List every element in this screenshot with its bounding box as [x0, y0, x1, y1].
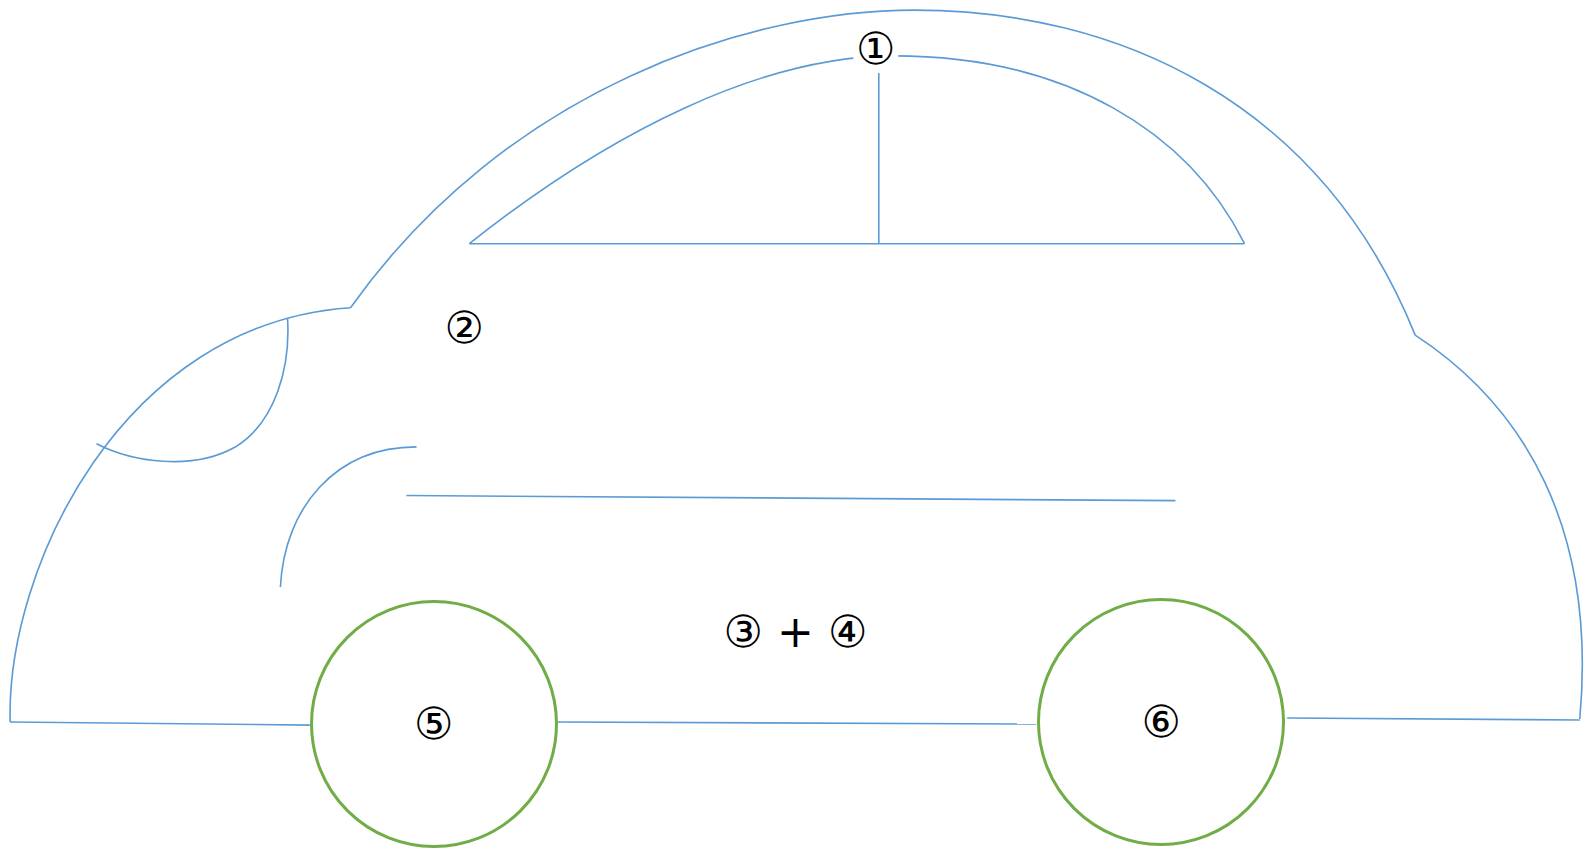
callout-number: ③ + ④: [721, 608, 871, 656]
fender-arc: [280, 447, 416, 587]
callout-number: ①: [853, 25, 898, 73]
sill-line: [1287, 718, 1580, 720]
roof-line: [351, 10, 1416, 335]
window-divider: [878, 56, 880, 244]
window-top: [469, 56, 1244, 244]
door-line: [406, 496, 1175, 501]
wheel-circle: ⑤: [310, 600, 558, 848]
window-bottom: [469, 243, 1244, 245]
sill-line: [10, 722, 310, 725]
wheel-circle: ⑥: [1037, 598, 1285, 846]
callout-number: ②: [442, 304, 487, 352]
callout-number: ⑥: [1141, 700, 1180, 744]
headlight: [97, 318, 288, 462]
rear-line: [1415, 335, 1582, 719]
callout-number: ⑤: [414, 702, 453, 746]
sill-line: [558, 722, 1037, 724]
